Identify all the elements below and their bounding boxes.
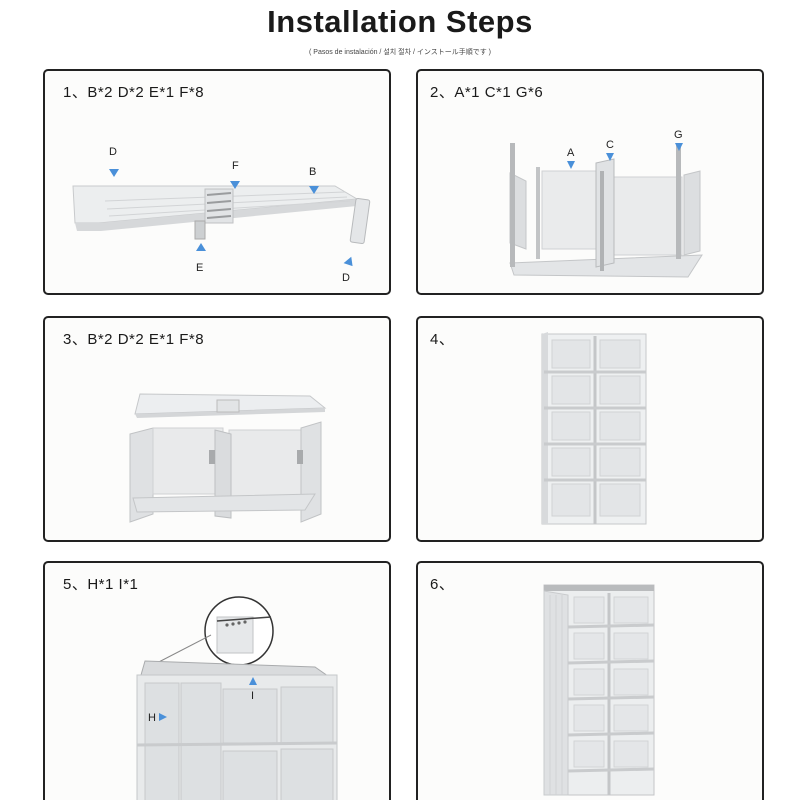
step-5-label: 5、H*1 I*1 [63,576,139,593]
step-6-illustration [543,584,655,796]
arrow-i-icon [249,677,257,685]
arrow-d2-icon [343,256,353,267]
step-4-label: 4、 [430,331,455,348]
arrow-c-icon [606,153,614,161]
part-label-f: F [232,160,239,172]
step-2-illustration: A C G [509,129,703,278]
arrow-d-icon [109,169,119,177]
arrow-h-icon [159,713,167,721]
arrow-g-icon [675,143,683,151]
divider-c [595,158,615,268]
step-1-label: 1、B*2 D*2 E*1 F*8 [63,84,205,101]
step-1-illustration: D F B E D [72,146,371,284]
part-label-d-bottom: D [342,272,350,284]
step-1-panel: 1、B*2 D*2 E*1 F*8 D F B E D [43,69,391,295]
step-4-panel: 4、 [416,316,764,542]
arrow-f-icon [230,181,240,189]
part-label-i: I [251,690,254,702]
part-label-d-top: D [109,146,117,158]
page-title: Installation Steps [267,4,533,39]
part-label-h: H [148,712,156,724]
step-6-panel: 6、 [416,561,764,800]
step-2-panel: 2、A*1 C*1 G*6 A C G [416,69,764,295]
connector-e [194,220,206,240]
arrow-e-icon [196,243,206,251]
part-label-b: B [309,166,316,178]
arrow-a-icon [567,161,575,169]
step-4-illustration [541,332,647,525]
step-5-panel: 5、H*1 I*1 H I [43,561,391,800]
end-piece-d [349,197,371,245]
part-label-c: C [606,139,614,151]
step-3-illustration [129,393,327,523]
step-3-label: 3、B*2 D*2 E*1 F*8 [63,331,205,348]
part-label-g: G [674,129,683,141]
step-2-label: 2、A*1 C*1 G*6 [430,84,544,101]
step-5-illustration: H I [136,596,338,800]
step-3-panel: 3、B*2 D*2 E*1 F*8 [43,316,391,542]
part-label-a: A [567,147,575,159]
step-6-label: 6、 [430,576,455,593]
arrow-b-icon [309,186,319,194]
page-subtitle: ( Pasos de instalación / 설치 절차 / インストール手… [309,49,491,56]
part-label-e: E [196,262,203,274]
